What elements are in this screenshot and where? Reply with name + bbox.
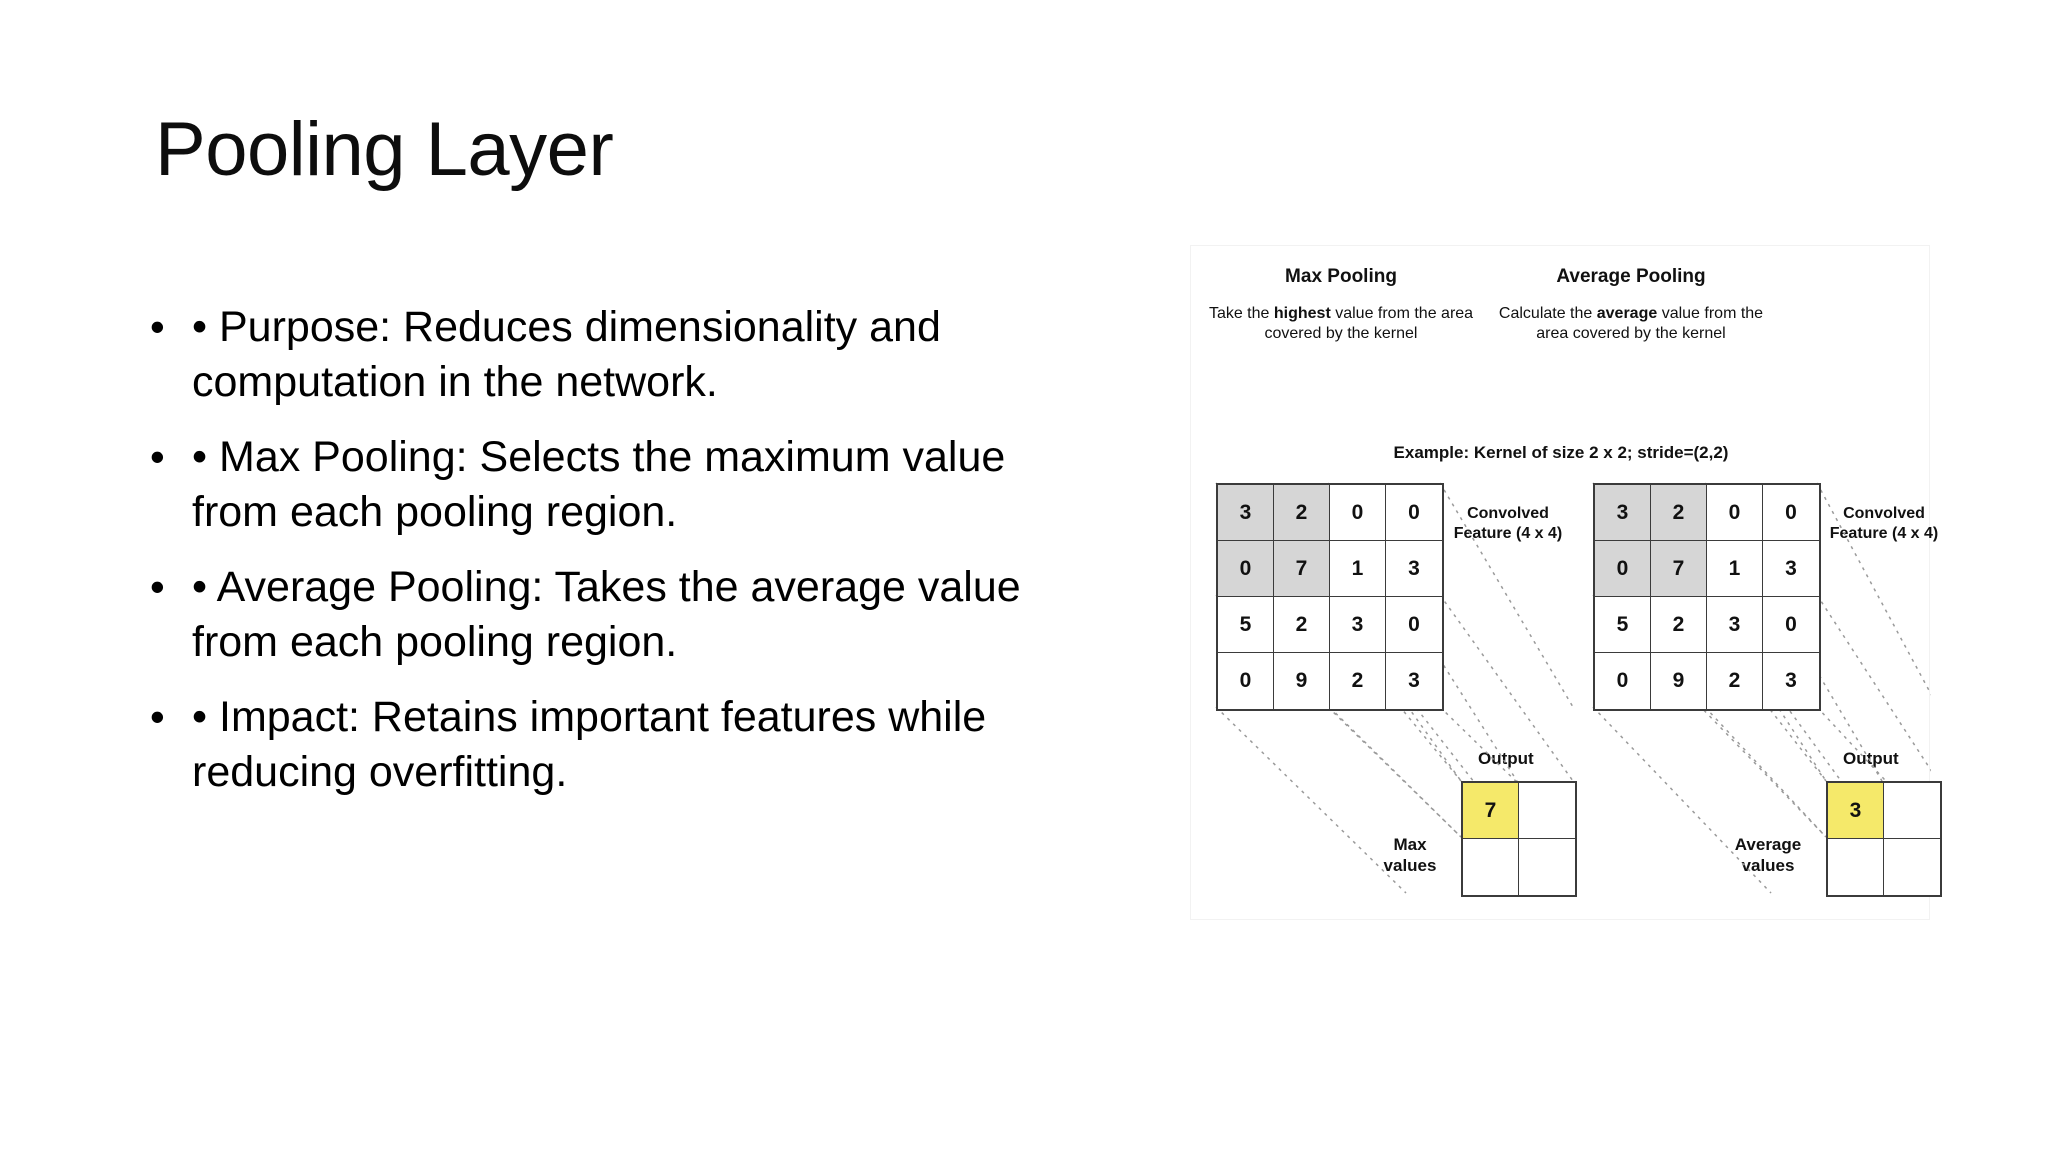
matrix-cell: 0 (1595, 653, 1651, 709)
matrix-cell: 0 (1707, 485, 1763, 541)
matrix-cell: 5 (1218, 597, 1274, 653)
example-caption: Example: Kernel of size 2 x 2; stride=(2… (1393, 443, 1729, 462)
matrix-cell: 2 (1274, 485, 1330, 541)
matrix-cell: 0 (1330, 485, 1386, 541)
matrix-cell: 3 (1707, 597, 1763, 653)
matrix-cell: 1 (1330, 541, 1386, 597)
output-cell (1884, 783, 1940, 839)
matrix-cell: 0 (1386, 485, 1442, 541)
average-pooling-description: Calculate the average value from the are… (1481, 304, 1781, 345)
output-cell (1463, 839, 1519, 895)
matrix-cell: 3 (1330, 597, 1386, 653)
matrix-cell: 9 (1651, 653, 1707, 709)
matrix-cell: 2 (1330, 653, 1386, 709)
desc-text-bold: average (1596, 305, 1658, 322)
matrix-cell: 1 (1707, 541, 1763, 597)
output-cell: 3 (1828, 783, 1884, 839)
max-pooling-title: Max Pooling (1285, 266, 1397, 287)
matrix-cell: 2 (1651, 485, 1707, 541)
max-values-label: Max values (1383, 835, 1437, 876)
max-pooling-description: Take the highest value from the area cov… (1191, 304, 1491, 345)
average-values-label: Average values (1734, 835, 1802, 876)
matrix-cell: 3 (1218, 485, 1274, 541)
bullet-marker-icon: • (150, 433, 165, 481)
matrix-cell: 5 (1595, 597, 1651, 653)
output-matrix-avg: 3 (1826, 781, 1942, 897)
matrix-cell: 0 (1595, 541, 1651, 597)
pooling-diagram: Example: Kernel of size 2 x 2; stride=(2… (1190, 245, 1942, 920)
list-item: • • Impact: Retains important features w… (150, 690, 1070, 800)
list-item: • • Average Pooling: Takes the average v… (150, 560, 1070, 670)
page-title: Pooling Layer (155, 107, 614, 192)
desc-text-before: Calculate the (1498, 305, 1597, 322)
bullet-marker-icon: • (150, 693, 165, 741)
matrix-cell: 3 (1386, 541, 1442, 597)
matrix-cell: 2 (1274, 597, 1330, 653)
output-cell (1519, 839, 1575, 895)
matrix-cell: 3 (1408, 669, 1420, 692)
input-matrix-avg: 3 2 0 0 0 7 1 3 5 2 3 0 0 9 2 3 (1593, 483, 1821, 711)
matrix-cell: 7 (1651, 541, 1707, 597)
convolved-feature-label-avg: Convolved Feature (4 x 4) (1829, 505, 1939, 542)
matrix-cell: 0 (1763, 597, 1819, 653)
output-matrix-max: 7 (1461, 781, 1577, 897)
input-matrix-max: 3 2 0 0 0 7 1 3 5 2 3 0 0 9 2 3 (1216, 483, 1444, 711)
list-item: • • Max Pooling: Selects the maximum val… (150, 430, 1070, 540)
matrix-cell: 0 (1218, 653, 1274, 709)
output-cell (1828, 839, 1884, 895)
matrix-cell: 0 (1386, 597, 1442, 653)
matrix-cell: 0 (1218, 541, 1274, 597)
matrix-cell: 3 (1785, 669, 1797, 692)
max-pooling-column: Max Pooling Take the highest value from … (1191, 246, 1561, 919)
desc-text-before: Take the (1208, 305, 1274, 322)
bullet-marker-icon: • (150, 303, 165, 350)
bullet-text: • Average Pooling: Takes the average val… (192, 563, 1021, 667)
matrix-cell: 0 (1763, 485, 1819, 541)
bullet-marker-icon: • (150, 563, 165, 611)
matrix-cell: 9 (1274, 653, 1330, 709)
output-cell (1519, 783, 1575, 839)
matrix-cell: 3 (1763, 541, 1819, 597)
bullet-text: • Max Pooling: Selects the maximum value… (192, 433, 1006, 537)
desc-text-after: value from the area covered by the kerne… (1536, 305, 1764, 343)
matrix-cell: 2 (1651, 597, 1707, 653)
desc-text-after: value from the area covered by the kerne… (1264, 305, 1474, 343)
desc-text-bold: highest (1273, 305, 1331, 322)
list-item: • • Purpose: Reduces dimensionality and … (150, 300, 1070, 410)
average-pooling-column: Average Pooling Calculate the average va… (1481, 246, 1851, 919)
matrix-cell: 2 (1707, 653, 1763, 709)
average-pooling-title: Average Pooling (1556, 266, 1706, 287)
output-cell: 7 (1463, 783, 1519, 839)
bullet-list: • • Purpose: Reduces dimensionality and … (150, 300, 1070, 820)
bullet-text: • Purpose: Reduces dimensionality and co… (192, 303, 941, 407)
output-label-avg: Output (1843, 749, 1899, 768)
matrix-cell: 7 (1274, 541, 1330, 597)
output-cell (1884, 839, 1940, 895)
bullet-text: • Impact: Retains important features whi… (192, 693, 987, 797)
matrix-cell: 3 (1595, 485, 1651, 541)
